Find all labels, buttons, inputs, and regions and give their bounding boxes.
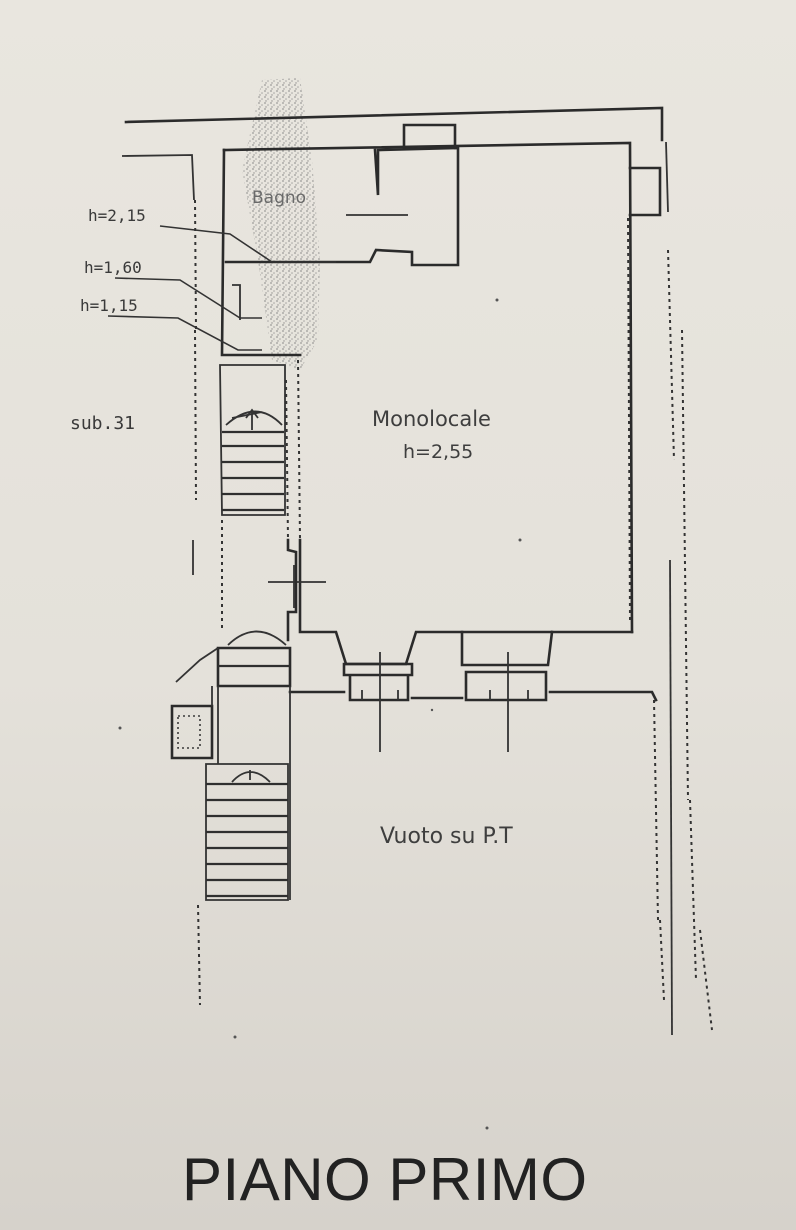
balcony-frame	[170, 704, 214, 760]
wall-right-solid	[669, 559, 673, 1036]
corridor-step	[286, 538, 298, 642]
wall-right-dashed-4	[689, 799, 697, 981]
height-label-1: h=2,15	[88, 206, 146, 225]
bathroom-fixture	[402, 123, 457, 150]
stair-upper-treads	[222, 430, 284, 512]
wall-left-dashed-2	[194, 329, 197, 501]
height-label-3: h=1,15	[80, 296, 138, 315]
lower-left-wall	[197, 904, 201, 1006]
leader-h160	[114, 277, 262, 319]
landing-arc	[227, 630, 287, 646]
void-right-wall	[653, 699, 659, 921]
window-left-bars	[361, 652, 399, 752]
balcony-inner	[177, 715, 201, 749]
room-label-vuoto: Vuoto su P.T	[380, 824, 513, 849]
leader-h115	[107, 315, 262, 351]
room-height-monolocale: h=2,55	[403, 441, 474, 463]
window-right	[460, 630, 554, 702]
window-right-bars	[489, 652, 529, 752]
wall-right-dashed-2	[667, 249, 675, 461]
wall-left-dashed	[194, 199, 197, 331]
monolocale-bottom-wall	[298, 538, 634, 666]
leader-h215	[159, 225, 336, 263]
balcony-link	[211, 686, 219, 764]
window-frame-right	[628, 166, 662, 217]
stair-upper-frame	[219, 364, 286, 516]
sloped-wall-bath	[232, 284, 241, 320]
stair-corridor-wall	[285, 379, 289, 541]
landing-left-diag	[175, 647, 219, 683]
room-label-monolocale: Monolocale	[372, 407, 491, 431]
void-right-wall-2	[659, 919, 665, 1001]
wall-right-dashed-3	[681, 329, 689, 801]
outer-wall-right-top	[665, 141, 669, 213]
stair-lower-frame	[205, 763, 289, 901]
outer-wall-left-top	[121, 154, 195, 201]
page-title: PIANO PRIMO	[182, 1146, 588, 1213]
outer-wall-top	[124, 106, 664, 142]
wall-between-stairs	[297, 359, 301, 541]
wall-right-dashed-5	[699, 929, 713, 1031]
stair-lower-treads	[206, 782, 288, 898]
void-top-wall	[288, 690, 658, 702]
stair-upper-arrow	[245, 408, 259, 430]
scan-dots	[118, 298, 522, 1130]
window-left	[342, 662, 414, 702]
unit-label: sub.31	[70, 413, 136, 434]
room-label-bagno: Bagno	[252, 188, 307, 208]
scan-noise-band	[242, 78, 320, 370]
height-label-2: h=1,60	[84, 258, 142, 277]
bathroom-outline	[222, 141, 634, 634]
stair-lower-arrow	[231, 770, 271, 783]
bathroom-partition	[224, 146, 460, 267]
stair-upper-arc	[225, 410, 283, 426]
bathroom-left-wall	[220, 148, 302, 357]
